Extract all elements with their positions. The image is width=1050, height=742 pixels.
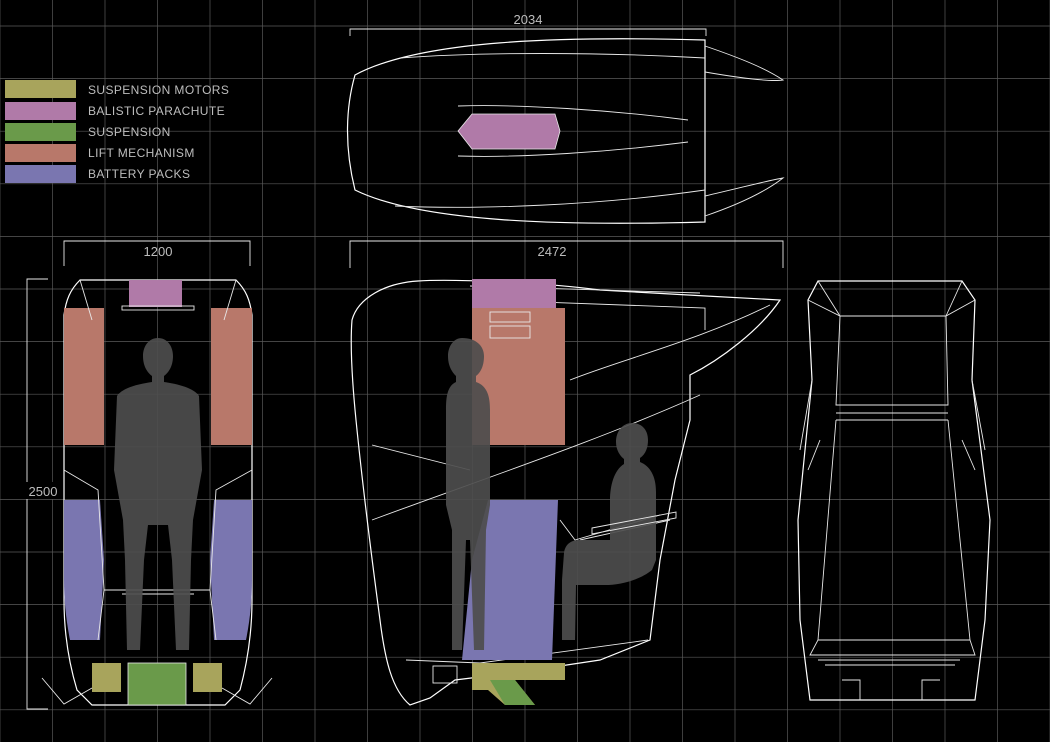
legend-label: SUSPENSION [88,125,171,139]
legend-label: SUSPENSION MOTORS [88,83,229,97]
front-suspension [127,662,187,706]
dimension-label: 2034 [514,12,543,27]
dimension-front-width: 1200 [63,240,251,266]
side-suspension [490,680,535,705]
front-motor-left [92,663,121,692]
front-view-drawing [41,279,273,706]
front-battery-left [64,500,104,640]
legend-swatch [5,80,76,98]
dimension-label: 1200 [144,244,173,259]
dimension-side-length: 2472 [349,240,784,268]
side-motor [472,663,565,705]
legend-label: LIFT MECHANISM [88,146,195,160]
front-motor-right [193,663,222,692]
front-battery-right [210,500,252,640]
front-human-silhouette [114,338,202,650]
side-human-seated [562,423,656,640]
front-lift-right [211,308,252,445]
legend-label: BALISTIC PARACHUTE [88,104,225,118]
top-view-drawing [346,38,785,224]
dimension-label: 2472 [538,244,567,259]
legend-swatch [5,144,76,162]
dimension-label: 2500 [29,484,58,499]
legend-item-battery-packs: BATTERY PACKS [5,165,190,183]
legend-item-lift-mechanism: LIFT MECHANISM [5,144,195,162]
legend-item-balistic-parachute: BALISTIC PARACHUTE [5,102,225,120]
dimension-height: 2500 [22,278,62,710]
legend: SUSPENSION MOTORS BALISTIC PARACHUTE SUS… [5,80,229,183]
side-parachute [472,279,556,308]
top-parachute [457,113,561,150]
dimension-top-length: 2034 [349,12,707,36]
front-lift-left [64,308,104,445]
legend-item-suspension-motors: SUSPENSION MOTORS [5,80,229,98]
side-human-standing [446,338,490,650]
legend-swatch [5,165,76,183]
front-parachute [129,280,182,307]
legend-swatch [5,102,76,120]
legend-item-suspension: SUSPENSION [5,123,171,141]
legend-label: BATTERY PACKS [88,167,190,181]
rear-view-drawing [797,280,991,701]
side-battery [462,500,558,660]
side-view-drawing [350,279,782,706]
legend-swatch [5,123,76,141]
